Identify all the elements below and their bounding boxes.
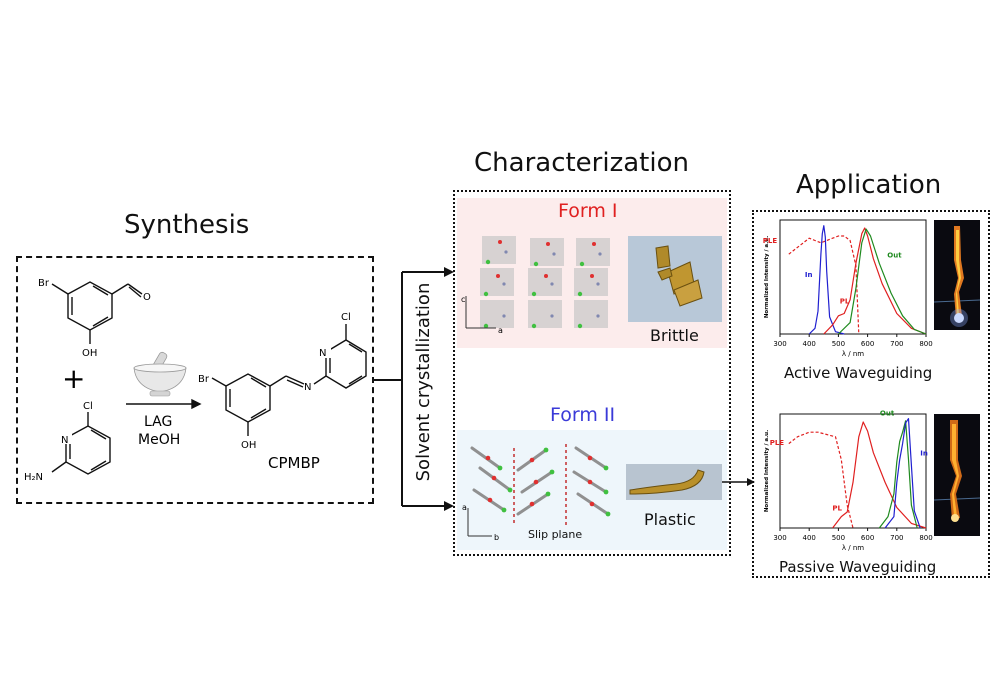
reagent-aldehyde	[51, 281, 143, 344]
active-waveguide-photo	[934, 220, 980, 330]
product-name: CPMBP	[268, 454, 320, 472]
product-n-imine: N	[304, 382, 311, 393]
product-oh: OH	[241, 440, 256, 451]
application-title: Application	[796, 170, 942, 200]
x-tick-label: 500	[832, 534, 845, 542]
product-cl: Cl	[341, 312, 351, 323]
solvent-crystallization-label: Solvent crystallization	[413, 282, 434, 482]
synthesis-scheme: Br O OH + N Cl H₂N LAG MeOH	[24, 278, 367, 483]
series-ple-label: PLE	[763, 237, 778, 245]
series-out-line	[878, 420, 918, 529]
reagent1-o: O	[143, 292, 151, 303]
reagent2-h2n: H₂N	[24, 472, 43, 483]
x-tick-label: 600	[861, 340, 874, 348]
x-tick-label: 300	[773, 340, 786, 348]
form2-axis-a: a	[462, 503, 467, 512]
series-out-label: Out	[880, 409, 895, 417]
series-pl-label: PL	[840, 298, 850, 306]
x-tick-label: 400	[803, 534, 816, 542]
form1-property: Brittle	[650, 326, 699, 345]
form1-packing: c a	[461, 236, 610, 335]
characterization-title: Characterization	[474, 148, 689, 178]
x-axis-label: λ / nm	[842, 544, 864, 552]
series-ple-label: PLE	[770, 439, 785, 447]
form2-crystal-photo	[626, 464, 722, 500]
series-ple-line	[788, 235, 860, 335]
form2-title: Form II	[550, 404, 616, 426]
reagent1-br: Br	[38, 278, 50, 289]
active-waveguiding-chart: 300 400 500 600 700 800 λ / nm Normalized Inten…	[763, 219, 933, 358]
series-in-label: In	[920, 449, 928, 457]
series-pl-line	[832, 421, 927, 529]
form2-property: Plastic	[644, 510, 696, 529]
reagent2-n: N	[61, 435, 68, 446]
x-tick-label: 800	[919, 340, 932, 348]
x-tick-label: 800	[919, 534, 932, 542]
reagent2-cl: Cl	[83, 401, 93, 412]
product-br: Br	[198, 374, 210, 385]
passive-waveguiding-caption: Passive Waveguiding	[779, 558, 937, 576]
form2-packing: a b	[462, 444, 611, 542]
x-tick-label: 500	[832, 340, 845, 348]
condition-meoh: MeOH	[138, 432, 180, 448]
plot-frame	[779, 413, 927, 529]
form1-axis-a: a	[498, 326, 503, 335]
application-box	[752, 210, 990, 578]
x-tick-label: 300	[773, 534, 786, 542]
passive-waveguide-photo	[934, 414, 980, 536]
crystallization-connector	[374, 267, 454, 511]
y-axis-label: Normalized Intensity / a.u.	[764, 430, 770, 512]
active-waveguiding-caption: Active Waveguiding	[784, 364, 933, 382]
characterization-box	[453, 190, 731, 556]
reagent1-oh: OH	[82, 348, 97, 359]
form1-unit-cells	[480, 236, 610, 328]
passive-waveguiding-chart: 300 400 500 600 700 800 λ / nm Normalized Inten…	[764, 409, 933, 552]
form1-axis-c: c	[461, 295, 465, 304]
synthesis-title: Synthesis	[124, 210, 250, 240]
y-axis-label: Normalized Intensity / a.u.	[764, 236, 770, 318]
product-molecule	[211, 324, 367, 436]
x-axis-label: λ / nm	[842, 350, 864, 358]
product-n-ring: N	[319, 348, 326, 359]
x-tick-label: 700	[890, 340, 903, 348]
reaction-arrow	[126, 398, 202, 410]
form1-crystal-photo	[628, 236, 722, 322]
series-ple-line	[788, 431, 854, 529]
synthesis-box	[16, 256, 374, 504]
mortar-pestle-icon	[133, 351, 187, 397]
series-out-line	[837, 228, 927, 335]
form2-axis-b: b	[494, 533, 499, 542]
application-arrow	[722, 478, 755, 486]
x-tick-label: 700	[890, 534, 903, 542]
series-in-line	[808, 225, 845, 335]
x-tick-label: 600	[861, 534, 874, 542]
plus-sign: +	[62, 362, 85, 395]
series-in-label: In	[805, 271, 813, 279]
series-out-label: Out	[887, 251, 902, 259]
series-in-line	[884, 418, 921, 529]
condition-lag: LAG	[144, 414, 172, 430]
form1-title: Form I	[558, 200, 618, 222]
x-tick-label: 400	[803, 340, 816, 348]
series-pl-label: PL	[832, 505, 842, 513]
series-pl-line	[823, 227, 927, 335]
form2-slip-plane-label: Slip plane	[528, 528, 583, 541]
